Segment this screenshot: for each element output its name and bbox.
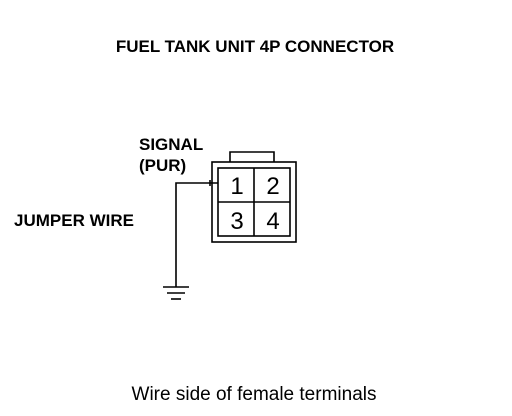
ground-symbol-icon bbox=[163, 286, 189, 300]
connector-housing bbox=[211, 161, 297, 243]
signal-label: SIGNAL bbox=[139, 135, 203, 154]
jumper-wire-label: JUMPER WIRE bbox=[14, 211, 134, 230]
signal-color-label: (PUR) bbox=[139, 156, 186, 175]
connector-lock-tab bbox=[229, 151, 275, 162]
diagram-title: FUEL TANK UNIT 4P CONNECTOR bbox=[116, 37, 394, 56]
connector-4p: 1 2 3 4 bbox=[211, 151, 297, 243]
jumper-wire bbox=[175, 182, 218, 287]
pin-1-number: 1 bbox=[230, 173, 243, 200]
pin-4-number: 4 bbox=[266, 208, 279, 235]
pin-2-number: 2 bbox=[266, 173, 279, 200]
pin-3-number: 3 bbox=[230, 208, 243, 235]
diagram-caption: Wire side of female terminals bbox=[132, 384, 377, 405]
